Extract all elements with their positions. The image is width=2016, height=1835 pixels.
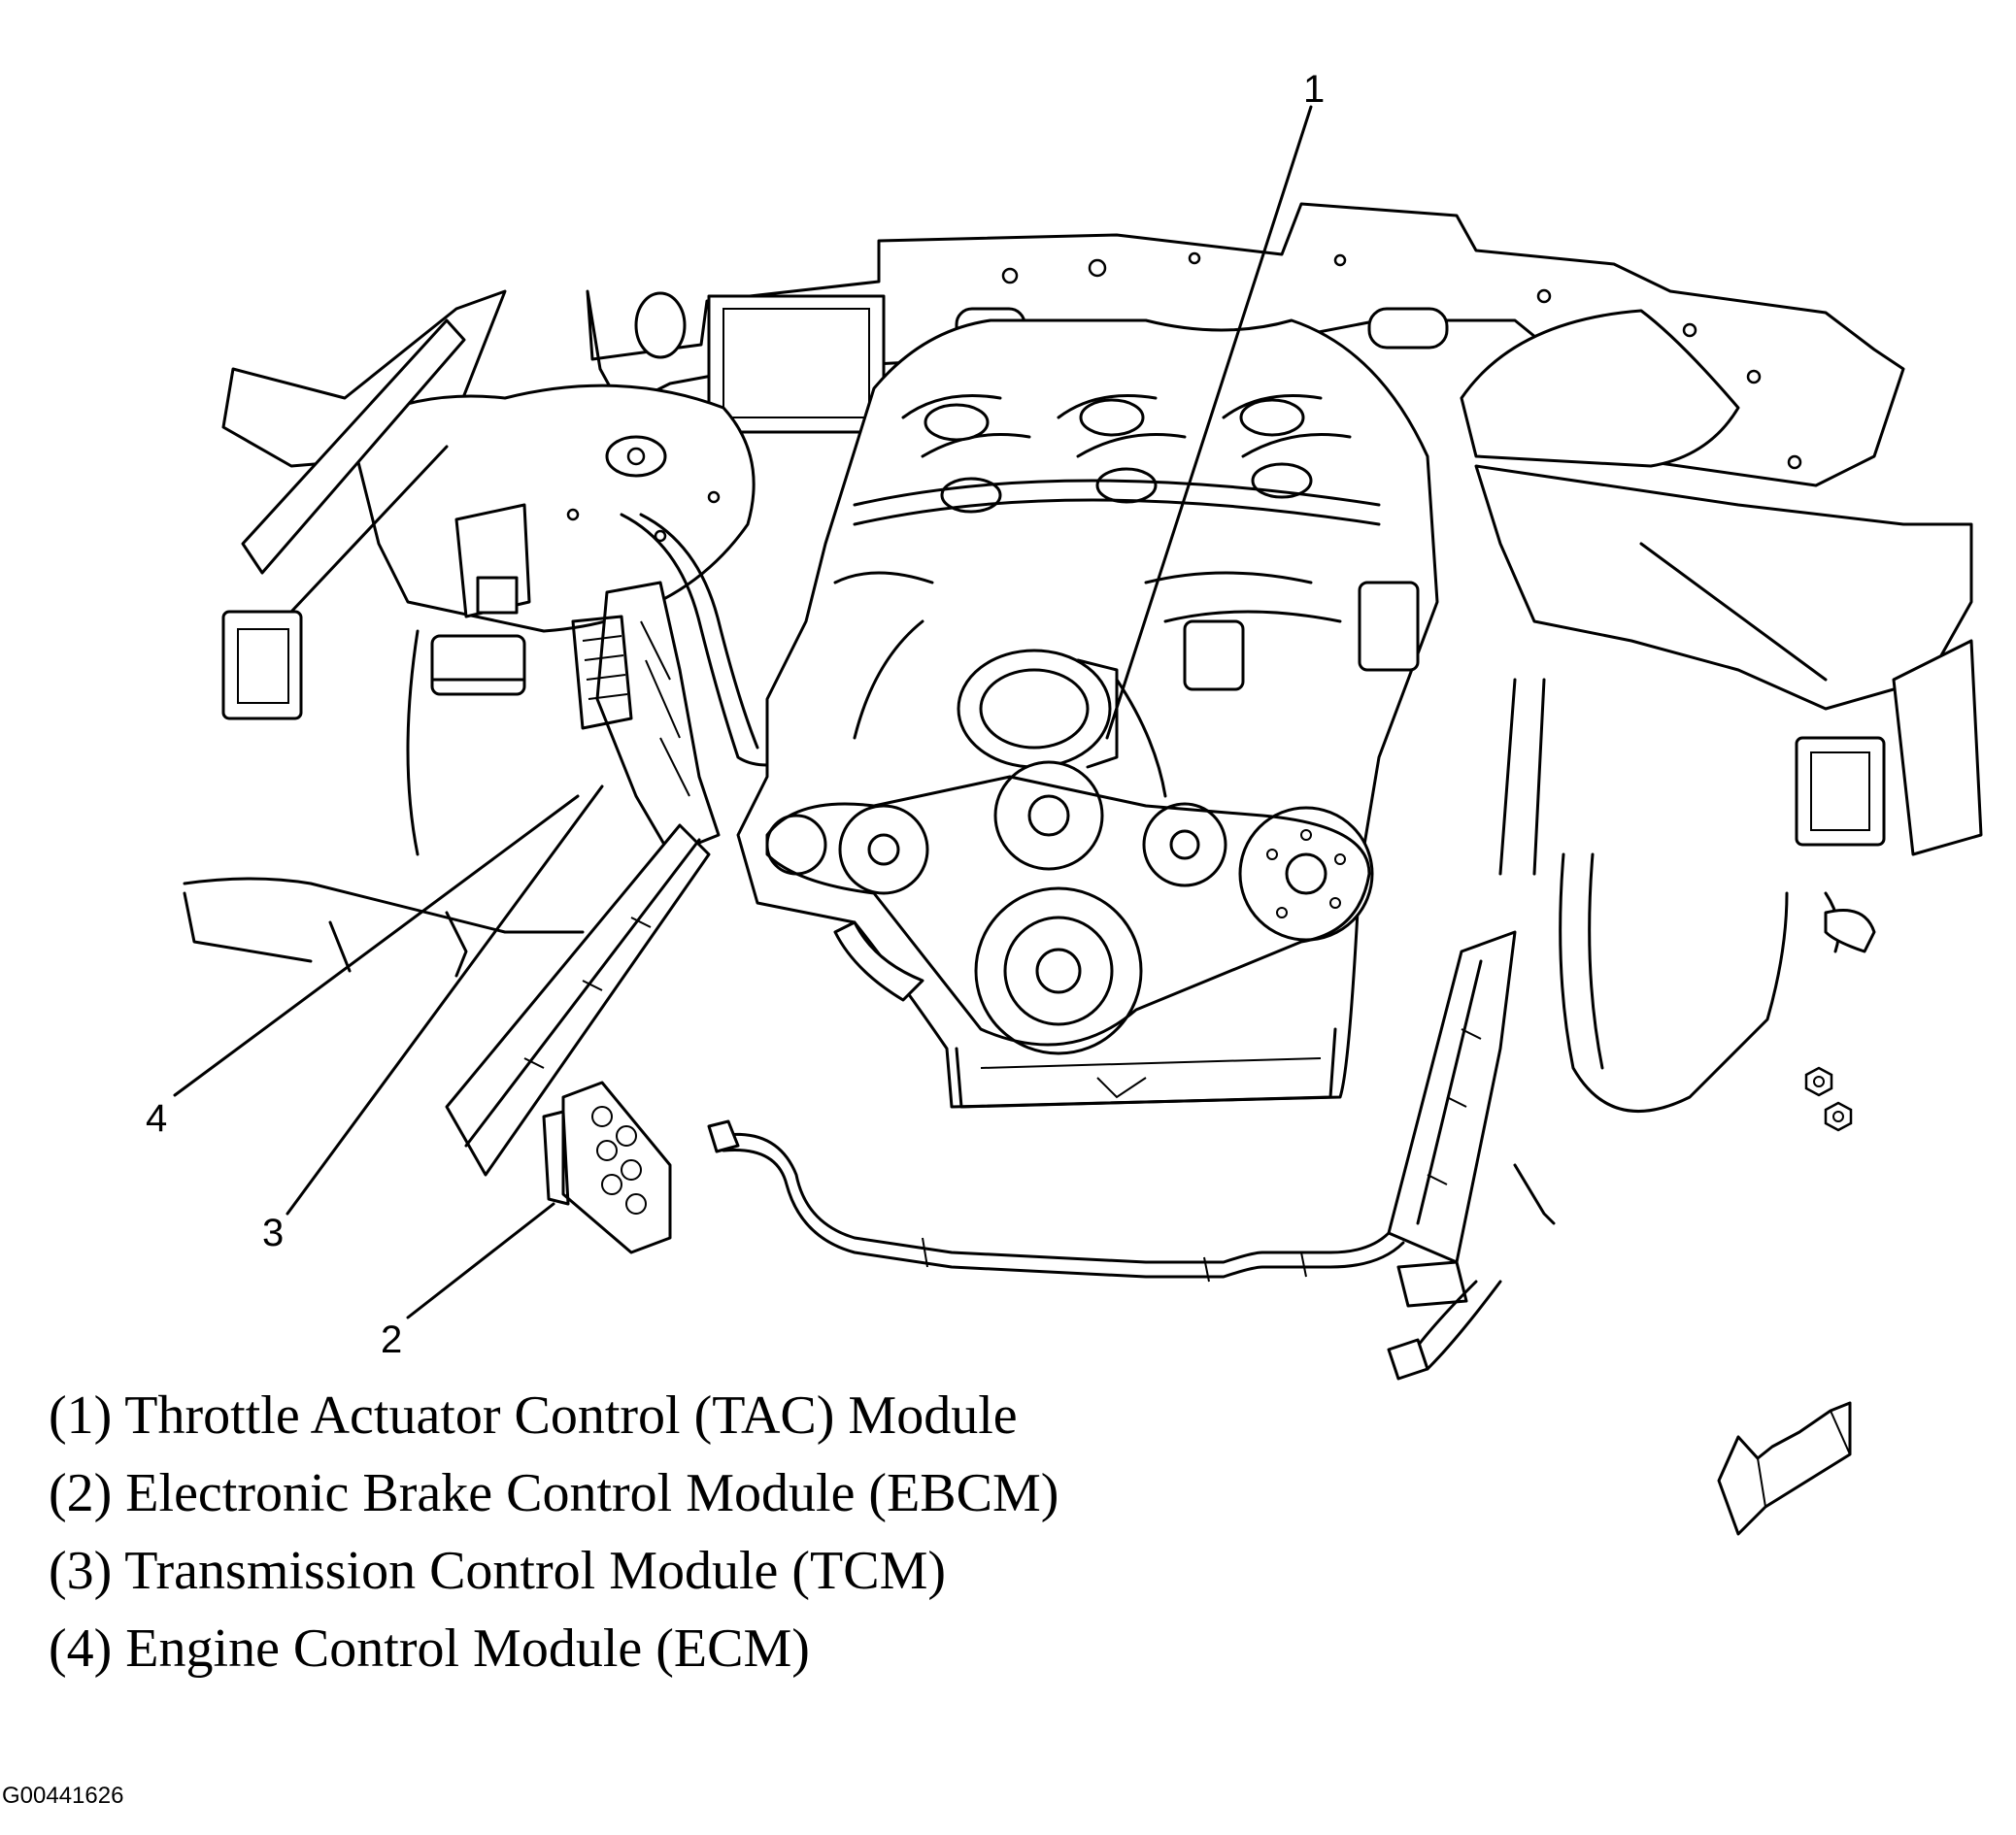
leader-line-1 [1105, 105, 1313, 740]
leader-line-2 [406, 1202, 555, 1319]
ebcm-module [561, 1081, 672, 1254]
callout-2-label: 2 [381, 1318, 403, 1361]
firewall-window [707, 294, 886, 434]
ecm-tcm-module [595, 581, 721, 856]
legend-item-tcm: (3) Transmission Control Module (TCM) [49, 1541, 947, 1601]
callout-1-label: 1 [1303, 68, 1326, 111]
right-headlamp-mount [1795, 736, 1886, 847]
front-direction-arrow-icon [1717, 1401, 1852, 1536]
figure-id: G00441626 [2, 1783, 124, 1809]
callout-3-label: 3 [262, 1212, 285, 1254]
leader-line-4 [173, 794, 580, 1097]
parts-legend: (1) Throttle Actuator Control (TAC) Modu… [49, 1377, 1058, 1687]
leader-line-3 [286, 784, 604, 1216]
left-headlamp-mount [221, 610, 303, 720]
right-fender [1474, 464, 1973, 711]
callout-4-label: 4 [146, 1097, 168, 1140]
legend-item-tac-module: (1) Throttle Actuator Control (TAC) Modu… [49, 1385, 1018, 1446]
legend-item-ebcm: (2) Electronic Brake Control Module (EBC… [49, 1463, 1059, 1523]
right-strut-tower [1460, 309, 1740, 468]
legend-item-ecm: (4) Engine Control Module (ECM) [49, 1618, 810, 1679]
left-upper-rail [241, 318, 466, 575]
right-front-rail [1387, 930, 1517, 1264]
engine-assembly [736, 318, 1439, 1109]
left-strut-tower [348, 384, 756, 633]
